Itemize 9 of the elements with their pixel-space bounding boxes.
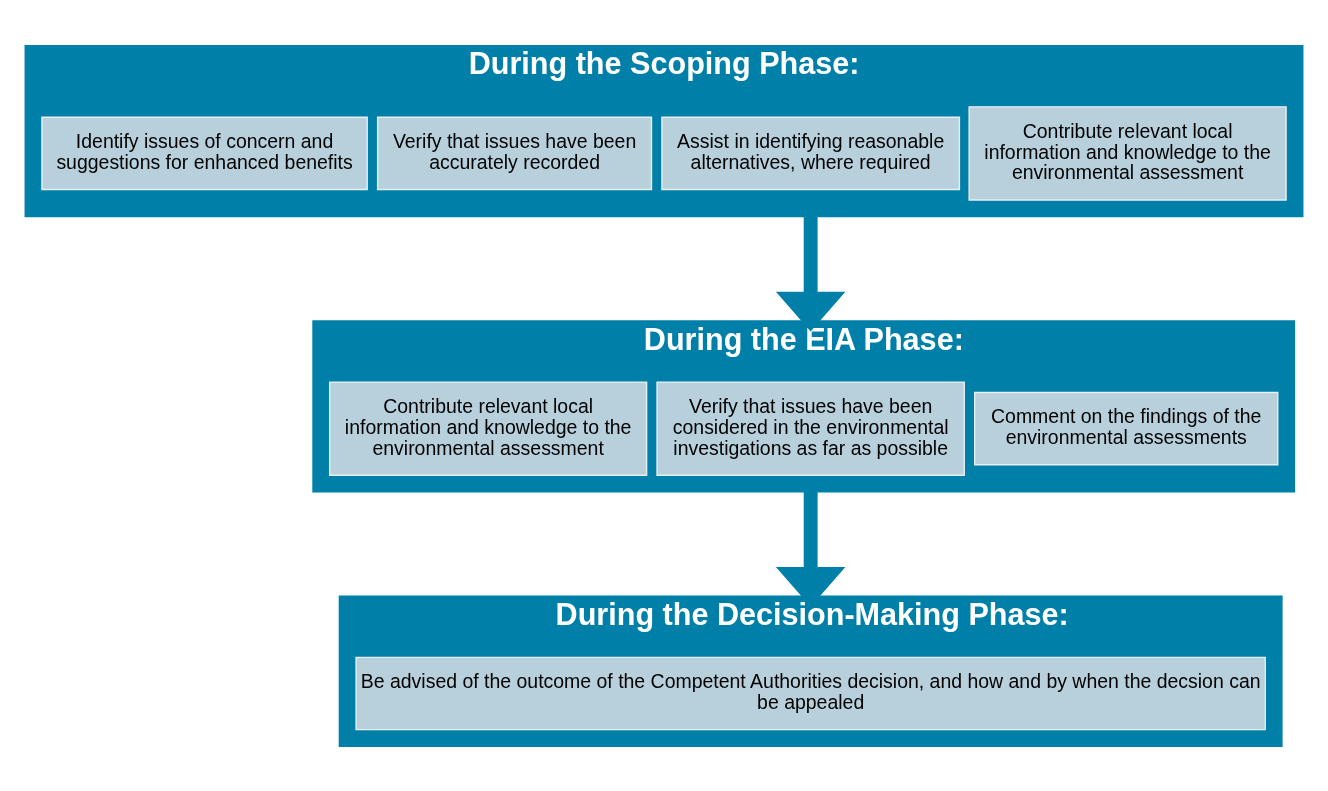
node-box: Contribute relevant local information and knowledge to the environmental assessment — [968, 105, 1287, 201]
node-box: Identify issues of concern and suggestions for enhanced benefits — [41, 116, 368, 190]
node-box: Be advised of the outcome of the Competent Authorities decision, and how and by when the decsion can be appealed — [355, 656, 1266, 730]
node-box: Assist in identifying reasonable alternatives, where required — [661, 116, 961, 190]
node-box: Verify that issues have been accurately recorded — [376, 116, 653, 190]
arrow — [775, 216, 846, 331]
node-box: Verify that issues have been considered in the environmental investigations as far as possible — [656, 380, 965, 476]
node-box: Contribute relevant local information and knowledge to the environmental assessment — [328, 380, 648, 476]
node-box: Comment on the findings of the environmental assessments — [974, 391, 1279, 465]
